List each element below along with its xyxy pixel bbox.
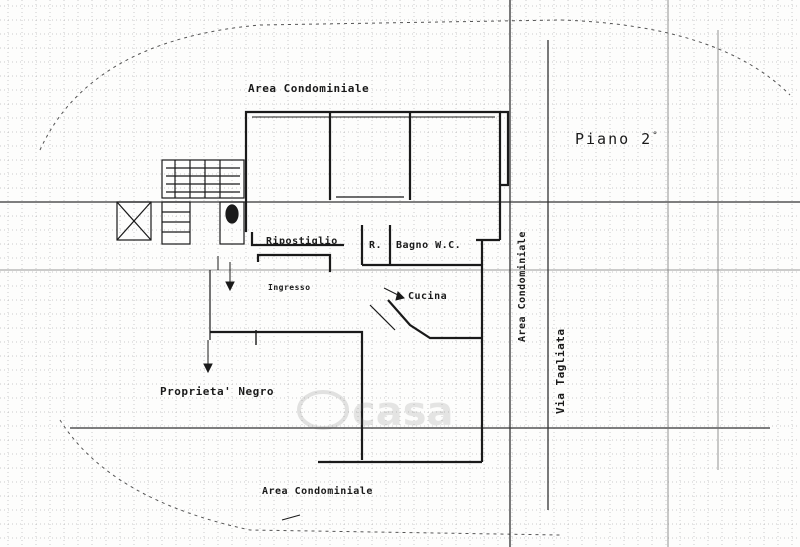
annotation-arrows — [203, 256, 405, 521]
floor-label-text: Piano 2 — [575, 130, 653, 148]
apartment-walls — [209, 110, 510, 464]
street-label: Via Tagliata — [554, 328, 567, 414]
watermark: casa — [297, 389, 454, 435]
area-right-label: Area Condominiale — [517, 231, 528, 342]
floor-label-suffix: ° — [652, 131, 660, 141]
room-ingresso-label: Ingresso — [268, 283, 311, 292]
area-bottom-label: Area Condominiale — [262, 486, 373, 497]
staircase — [116, 159, 245, 245]
room-r-label: R. — [369, 240, 383, 251]
floor-label: Piano 2° — [575, 130, 660, 148]
area-top-label: Area Condominiale — [248, 82, 370, 95]
room-ripostiglio-label: Ripostiglio — [266, 236, 338, 247]
area-left-label: Proprieta' Negro — [160, 385, 274, 398]
svg-text:casa: casa — [352, 389, 454, 435]
room-cucina-label: Cucina — [408, 291, 448, 302]
room-bagno-label: Bagno W.C. — [396, 240, 462, 251]
ellipse-outline — [39, 19, 791, 536]
